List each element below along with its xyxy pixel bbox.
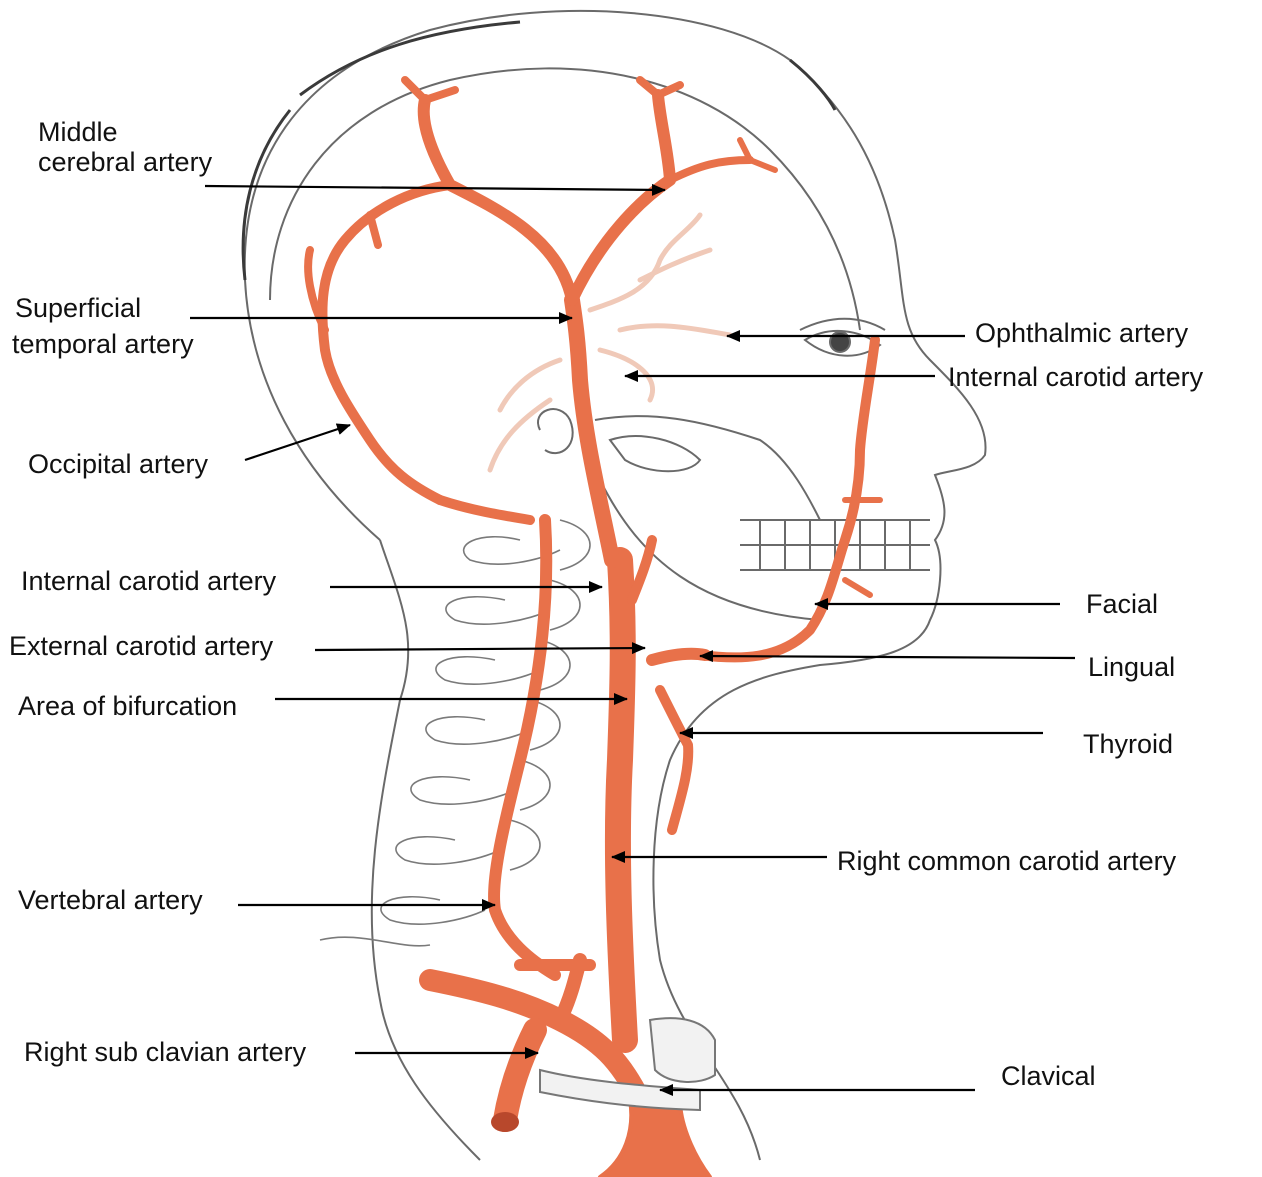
label-subclavian: Right sub clavian artery — [24, 1036, 306, 1068]
leader-external-carotid — [315, 648, 645, 650]
label-facial: Facial — [1086, 588, 1158, 620]
label-clavical: Clavical — [1001, 1060, 1096, 1092]
label-internal-carotid-left: Internal carotid artery — [21, 565, 276, 597]
shoulder-bone — [650, 1018, 715, 1082]
label-superficial-temporal-line2: temporal artery — [12, 328, 194, 360]
arteries — [308, 80, 880, 1177]
label-middle-cerebral-line2: cerebral artery — [38, 146, 212, 178]
label-common-carotid: Right common carotid artery — [837, 845, 1176, 877]
label-superficial-temporal-line1: Superficial — [15, 292, 141, 324]
leader-occipital — [245, 425, 350, 460]
label-internal-carotid-right: Internal carotid artery — [948, 361, 1203, 393]
label-lingual: Lingual — [1088, 651, 1175, 683]
label-thyroid: Thyroid — [1083, 728, 1173, 760]
pale-vessels — [490, 215, 730, 470]
label-ophthalmic: Ophthalmic artery — [975, 317, 1188, 349]
label-bifurcation: Area of bifurcation — [18, 690, 237, 722]
label-middle-cerebral-line1: Middle — [38, 116, 118, 148]
subclavian-cut-end — [491, 1112, 519, 1132]
label-external-carotid: External carotid artery — [9, 630, 273, 662]
label-vertebral: Vertebral artery — [18, 884, 203, 916]
label-occipital: Occipital artery — [28, 448, 208, 480]
